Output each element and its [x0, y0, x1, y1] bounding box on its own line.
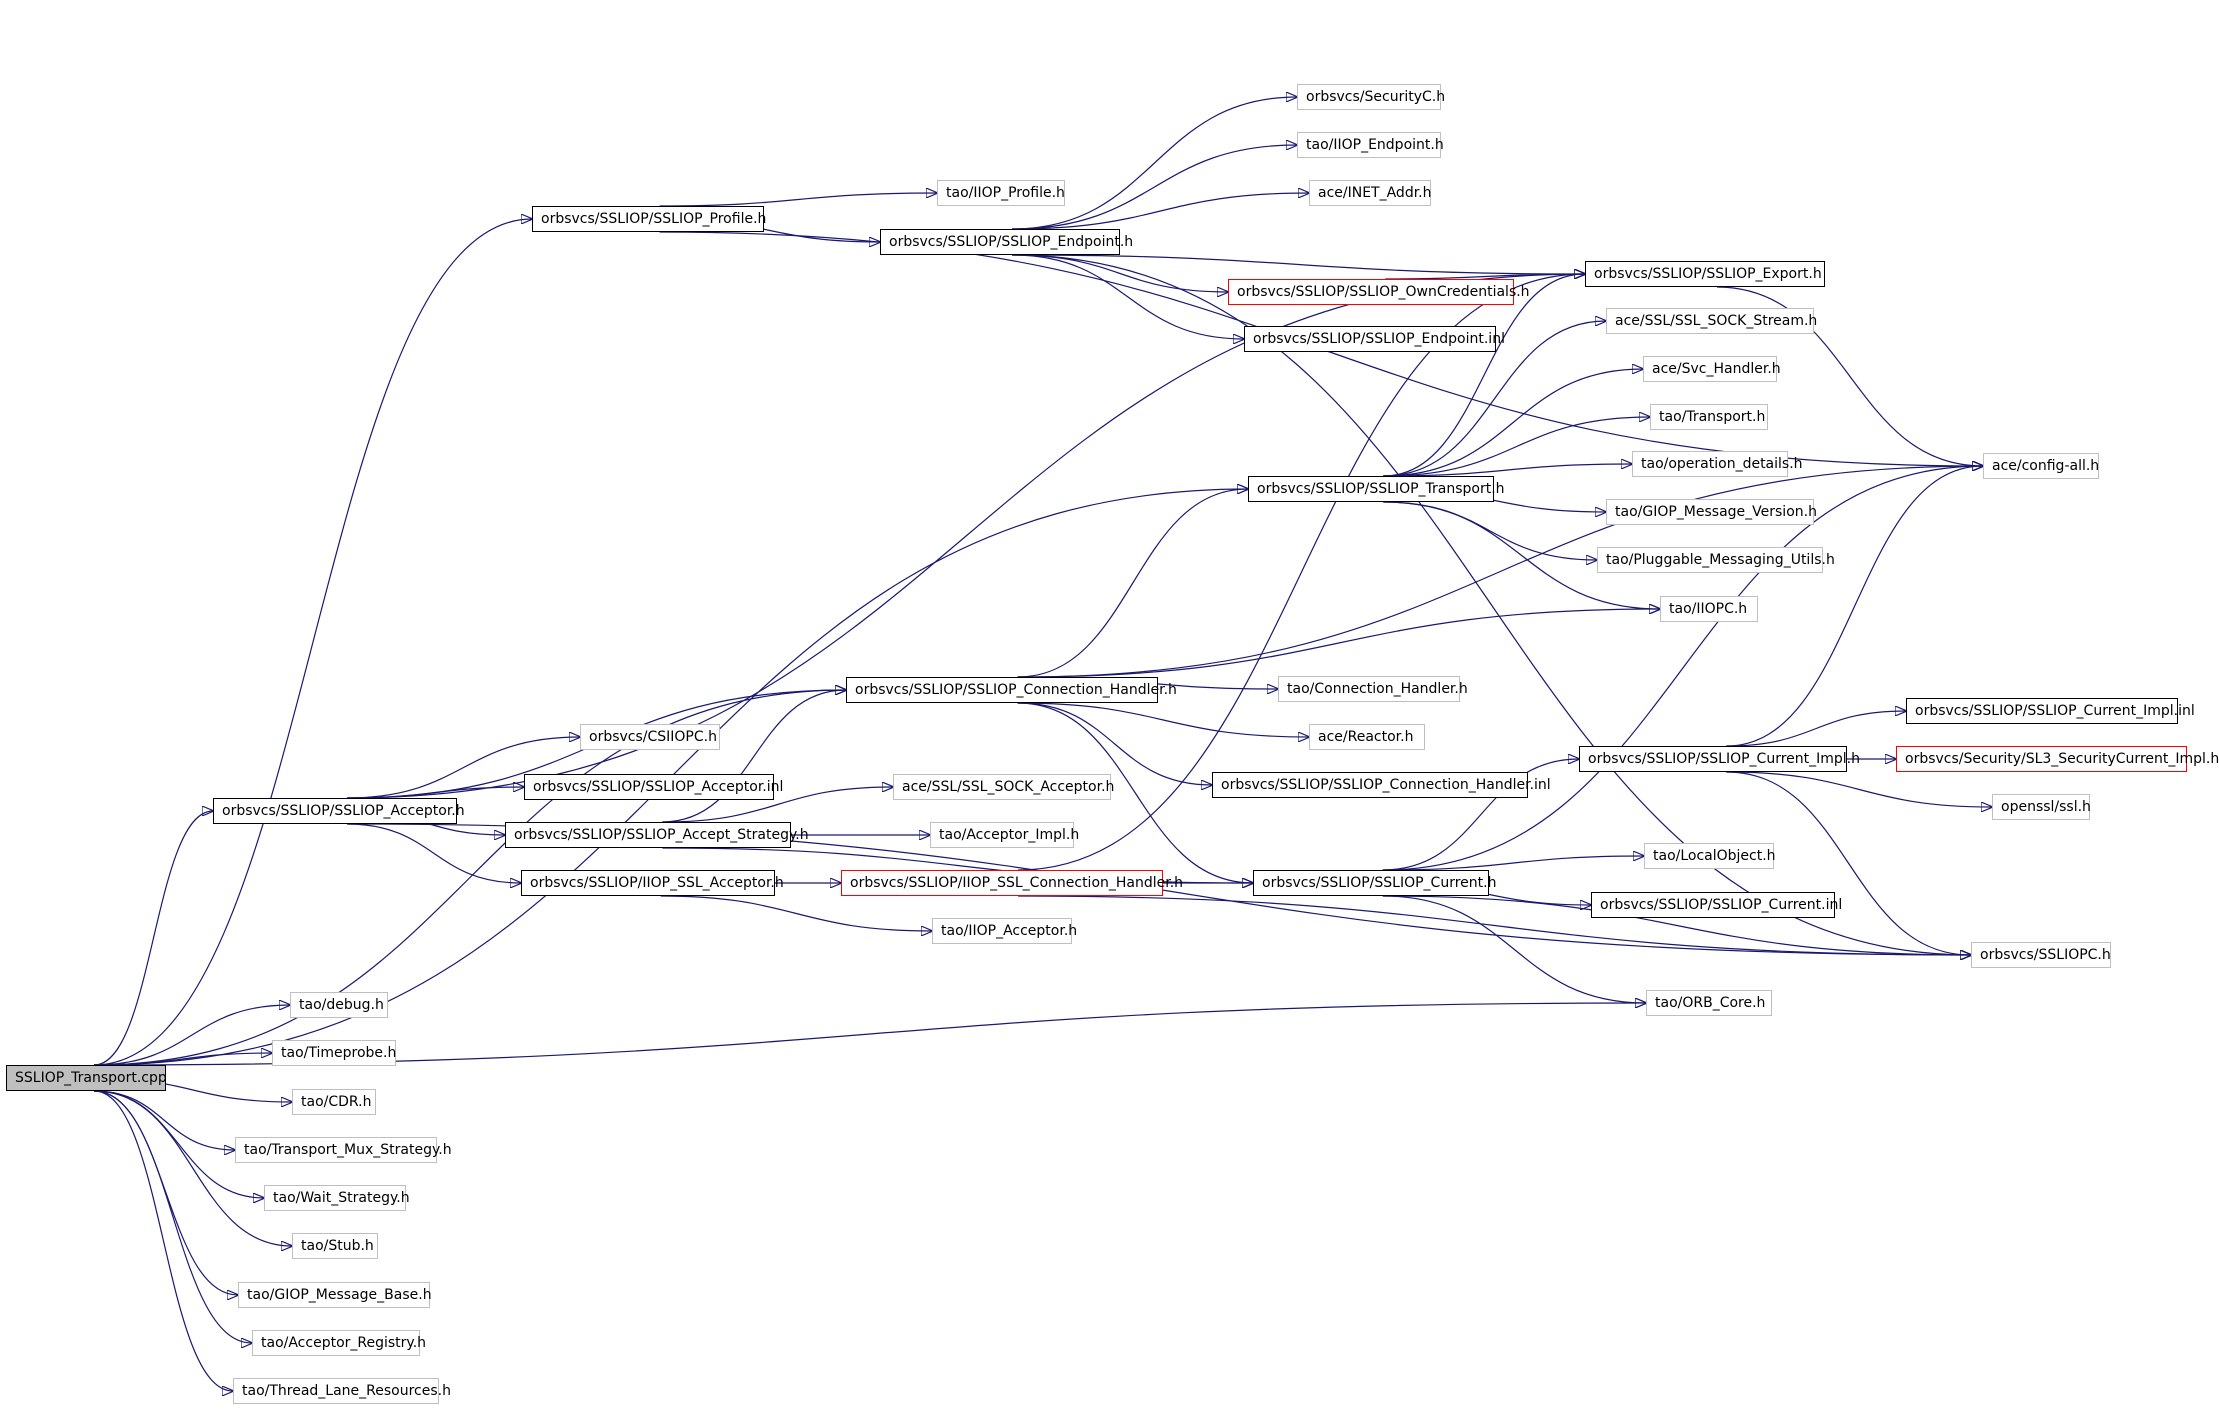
- edge-n32-n33: [1382, 759, 1579, 871]
- node-ssliop-endpoint-inl[interactable]: orbsvcs/SSLIOP/SSLIOP_Endpoint.inl: [1244, 326, 1505, 352]
- node-ssliop-endpoint-h[interactable]: orbsvcs/SSLIOP/SSLIOP_Endpoint.h: [880, 229, 1133, 255]
- edge-n19-n21: [1017, 702, 1309, 737]
- edge-n25-n23: [347, 737, 580, 799]
- node-iiop-acceptor-h[interactable]: tao/IIOP_Acceptor.h: [932, 918, 1077, 944]
- node-wait-strategy-h[interactable]: tao/Wait_Strategy.h: [264, 1185, 410, 1211]
- node-csiiopc-h[interactable]: orbsvcs/CSIIOPC.h: [580, 724, 720, 750]
- node-iiopc-h[interactable]: tao/IIOPC.h: [1660, 596, 1758, 622]
- node-iiop-ssl-connection-handler-h[interactable]: orbsvcs/SSLIOP/IIOP_SSL_Connection_Handl…: [841, 870, 1183, 896]
- node-sl3-securitycurrent-impl-h[interactable]: orbsvcs/Security/SL3_SecurityCurrent_Imp…: [1896, 746, 2219, 772]
- node-thread-lane-resources-h[interactable]: tao/Thread_Lane_Resources.h: [233, 1378, 451, 1404]
- edge-n0-n25: [93, 811, 213, 1066]
- edge-n25-n9: [347, 274, 1585, 799]
- edge-n17-n16: [1383, 501, 1660, 609]
- node-acceptor-impl-h[interactable]: tao/Acceptor_Impl.h: [930, 822, 1079, 848]
- node-config-all-h[interactable]: ace/config-all.h: [1983, 453, 2099, 479]
- node-iiop-ssl-acceptor-h[interactable]: orbsvcs/SSLIOP/IIOP_SSL_Acceptor.h: [521, 870, 784, 896]
- node-reactor-h[interactable]: ace/Reactor.h: [1309, 724, 1425, 750]
- node-timeprobe-h[interactable]: tao/Timeprobe.h: [272, 1040, 396, 1066]
- edge-n33-n36: [1726, 771, 1992, 807]
- edge-n0-n1: [93, 219, 532, 1066]
- edge-n32-n18: [1382, 466, 1983, 871]
- edge-n29-n31: [660, 895, 932, 931]
- node-ssliop-accept-strategy-h[interactable]: orbsvcs/SSLIOP/SSLIOP_Accept_Strategy.h: [505, 822, 809, 848]
- node-ssliopc-h[interactable]: orbsvcs/SSLIOPC.h: [1971, 942, 2111, 968]
- node-ssliop-current-impl-inl[interactable]: orbsvcs/SSLIOP/SSLIOP_Current_Impl.inl: [1906, 698, 2195, 724]
- edge-n17-n13: [1383, 464, 1632, 477]
- edge-n19-n22: [1017, 702, 1212, 785]
- edge-n3-n9: [1011, 254, 1585, 274]
- edge-n0-n49: [93, 1090, 233, 1391]
- node-giop-message-base-h[interactable]: tao/GIOP_Message_Base.h: [238, 1282, 432, 1308]
- edge-n17-n11: [1383, 369, 1643, 477]
- node-ssliop-acceptor-inl[interactable]: orbsvcs/SSLIOP/SSLIOP_Acceptor.inl: [524, 774, 783, 800]
- node-transport-mux-strategy-h[interactable]: tao/Transport_Mux_Strategy.h: [235, 1137, 452, 1163]
- edge-n33-n39: [1726, 771, 1971, 955]
- edge-n30-n39: [1018, 895, 1971, 955]
- edge-n0-n19: [93, 690, 846, 1066]
- edge-n17-n10: [1383, 321, 1606, 477]
- edge-n3-n6: [1011, 193, 1309, 230]
- node-orb-core-h[interactable]: tao/ORB_Core.h: [1646, 990, 1772, 1016]
- edge-n0-n48: [93, 1090, 252, 1343]
- node-ssliop-owncredentials-h[interactable]: orbsvcs/SSLIOP/SSLIOP_OwnCredentials.h: [1228, 279, 1530, 305]
- edge-n1-n2: [659, 193, 937, 207]
- edge-n19-n32: [1017, 702, 1253, 883]
- node-ssliop-current-h[interactable]: orbsvcs/SSLIOP/SSLIOP_Current.h: [1253, 870, 1496, 896]
- node-acceptor-registry-h[interactable]: tao/Acceptor_Registry.h: [252, 1330, 426, 1356]
- edge-n17-n9: [1383, 274, 1585, 477]
- node-localobject-h[interactable]: tao/LocalObject.h: [1644, 843, 1776, 869]
- node-connection-handler-h[interactable]: tao/Connection_Handler.h: [1278, 676, 1468, 702]
- edge-n0-n44: [93, 1090, 235, 1150]
- node-ssliop-connection-handler-h[interactable]: orbsvcs/SSLIOP/SSLIOP_Connection_Handler…: [846, 677, 1177, 703]
- edge-n9-n18: [1716, 286, 1983, 466]
- node-stub-h[interactable]: tao/Stub.h: [292, 1233, 378, 1259]
- edge-n0-n42: [93, 1053, 272, 1066]
- node-securityc-h[interactable]: orbsvcs/SecurityC.h: [1297, 84, 1445, 110]
- edge-n25-n29: [347, 823, 521, 883]
- edge-n3-n8: [1011, 254, 1244, 339]
- node-root-file[interactable]: SSLIOP_Transport.cpp: [6, 1065, 167, 1091]
- edge-n0-n46: [93, 1090, 292, 1246]
- node-ssl-sock-acceptor-h[interactable]: ace/SSL/SSL_SOCK_Acceptor.h: [893, 774, 1114, 800]
- node-ssliop-export-h[interactable]: orbsvcs/SSLIOP/SSLIOP_Export.h: [1585, 261, 1825, 287]
- node-iiop-profile-h[interactable]: tao/IIOP_Profile.h: [937, 180, 1065, 206]
- edge-n33-n34: [1726, 711, 1906, 747]
- edge-n0-n40: [93, 1003, 1646, 1066]
- edge-n32-n39: [1382, 895, 1971, 955]
- edge-n19-n17: [1017, 489, 1248, 678]
- node-svc-handler-h[interactable]: ace/Svc_Handler.h: [1643, 356, 1781, 382]
- edge-n3-n7: [1011, 254, 1228, 292]
- node-iiop-endpoint-h[interactable]: tao/IIOP_Endpoint.h: [1297, 132, 1444, 158]
- node-operation-details-h[interactable]: tao/operation_details.h: [1632, 451, 1803, 477]
- node-ssl-sock-stream-h[interactable]: ace/SSL/SSL_SOCK_Stream.h: [1606, 308, 1817, 334]
- edge-n32-n37: [1382, 856, 1644, 871]
- node-ssliop-current-inl[interactable]: orbsvcs/SSLIOP/SSLIOP_Current.inl: [1591, 892, 1842, 918]
- edge-n26-n27: [662, 787, 893, 823]
- node-ssliop-current-impl-h[interactable]: orbsvcs/SSLIOP/SSLIOP_Current_Impl.h: [1579, 746, 1860, 772]
- edge-n0-n41: [93, 1005, 290, 1066]
- node-openssl-ssl-h[interactable]: openssl/ssl.h: [1992, 794, 2091, 820]
- edge-n32-n40: [1382, 895, 1646, 1003]
- node-ssliop-transport-h[interactable]: orbsvcs/SSLIOP/SSLIOP_Transport.h: [1248, 476, 1505, 502]
- node-inet-addr-h[interactable]: ace/INET_Addr.h: [1309, 180, 1432, 206]
- node-ssliop-acceptor-h[interactable]: orbsvcs/SSLIOP/SSLIOP_Acceptor.h: [213, 798, 465, 824]
- edge-n33-n18: [1726, 466, 1983, 747]
- node-cdr-h[interactable]: tao/CDR.h: [292, 1089, 376, 1115]
- edge-n26-n19: [662, 690, 846, 823]
- edge-n3-n5: [1011, 145, 1297, 230]
- node-giop-message-version-h[interactable]: tao/GIOP_Message_Version.h: [1606, 499, 1817, 525]
- edge-n3-n4: [1011, 97, 1297, 230]
- edge-n17-n12: [1383, 417, 1650, 477]
- node-transport-h[interactable]: tao/Transport.h: [1650, 404, 1768, 430]
- node-sslioP-profile-h[interactable]: orbsvcs/SSLIOP/SSLIOP_Profile.h: [532, 206, 766, 232]
- node-pluggable-messaging-utils-h[interactable]: tao/Pluggable_Messaging_Utils.h: [1597, 547, 1835, 573]
- edge-n30-n9: [1018, 274, 1585, 871]
- node-debug-h[interactable]: tao/debug.h: [290, 992, 388, 1018]
- edge-n19-n16: [1017, 609, 1660, 678]
- node-ssliop-connection-handler-inl[interactable]: orbsvcs/SSLIOP/SSLIOP_Connection_Handler…: [1212, 772, 1551, 798]
- edge-n19-n18: [1017, 466, 1983, 678]
